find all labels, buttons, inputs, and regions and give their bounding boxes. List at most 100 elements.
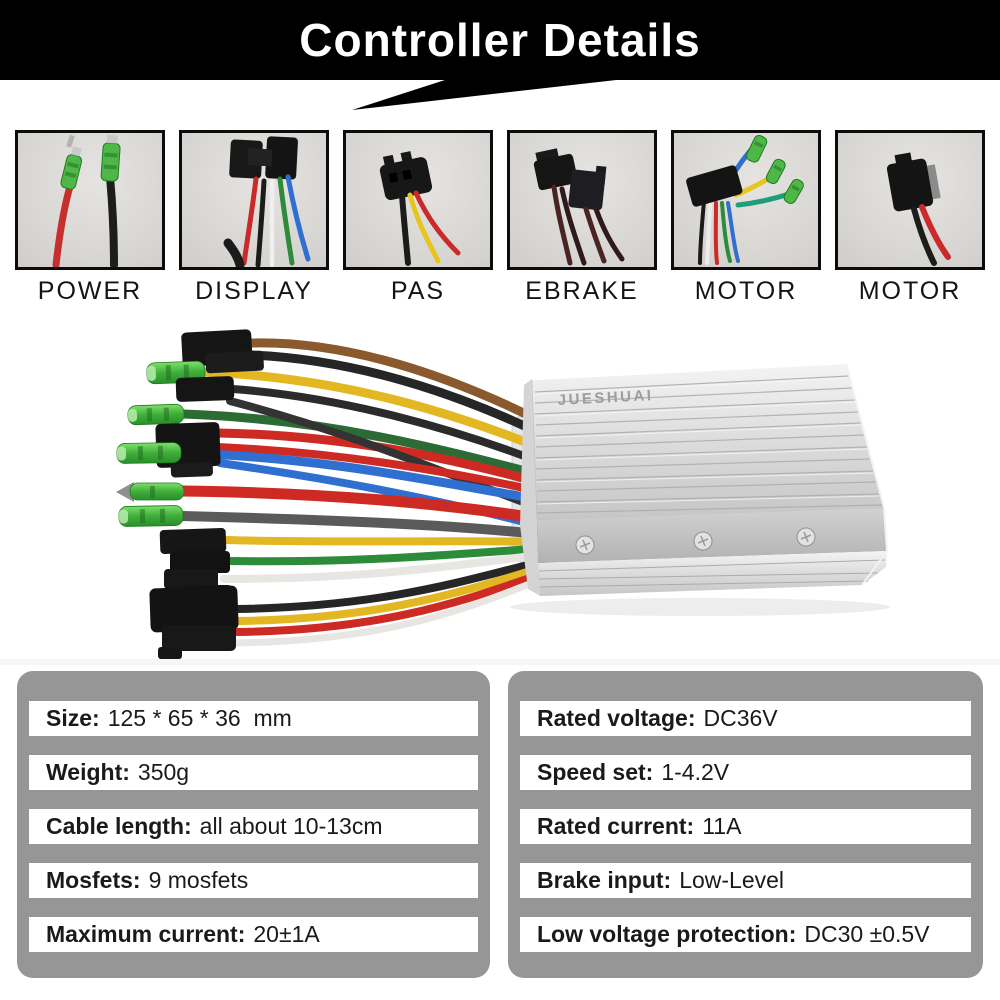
spec-row-cable-length: Cable length: all about 10-13cm (29, 809, 478, 844)
spec-value: DC30 ±0.5V (804, 921, 930, 947)
controller-case: JUESHUAI (520, 361, 889, 596)
black-plug (229, 136, 298, 180)
spec-label: Weight: (46, 759, 130, 785)
green-crimp-terminal (100, 134, 121, 182)
spec-row-maximum-current: Maximum current: 20±1A (29, 917, 478, 952)
connector-label-ebrake: EBRAKE (525, 277, 639, 305)
wire-blue (175, 448, 553, 506)
gallery-item-display: DISPLAY (179, 130, 329, 306)
photo-edge-band (0, 659, 1000, 665)
ebrake-wires-illustration (533, 148, 625, 266)
wire-harness (175, 338, 554, 647)
connector-label-display: DISPLAY (195, 277, 313, 305)
case-right-highlight (845, 362, 889, 586)
title-banner: Controller Details (0, 0, 1000, 80)
spec-row-rated-current: Rated current: 11A (520, 809, 971, 844)
case-fin-highlights (534, 377, 880, 505)
spec-label: Low voltage protection: (537, 921, 797, 947)
spec-row-mosfets: Mosfets: 9 mosfets (29, 863, 478, 898)
gallery-item-pas: PAS (343, 130, 493, 306)
wire-white (220, 550, 552, 583)
black-plug (686, 165, 743, 207)
motor2-wires-illustration (886, 152, 951, 266)
case-top-highlight (531, 361, 847, 381)
black-plug (175, 376, 235, 402)
black-plug-large (149, 585, 239, 659)
pas-connector-photo (343, 130, 493, 270)
ebrake-connector-photo (507, 130, 657, 270)
wire-green (224, 544, 552, 566)
spec-row-weight: Weight: 350g (29, 755, 478, 790)
wire-yellow (232, 562, 552, 625)
spec-panel-left: Size: 125 * 65 * 36 mm Weight: 350g Cabl… (17, 671, 490, 978)
case-screws (575, 527, 816, 555)
green-spade-terminal (127, 403, 185, 426)
connector-label-power: POWER (37, 277, 143, 305)
brand-engraving: JUESHUAI (557, 387, 654, 409)
connector-label-pas: PAS (390, 277, 446, 305)
spec-value: 11A (702, 813, 742, 839)
controller-product-photo: JUESHUAI (0, 329, 1000, 665)
spec-row-brake-input: Brake input: Low-Level (520, 863, 971, 898)
spec-label: Maximum current: (46, 921, 246, 947)
green-spade-terminal (783, 178, 804, 204)
spec-label: Brake input: (537, 867, 672, 893)
motor-wires-illustration (686, 134, 804, 265)
gallery-item-motor-phase: MOTOR (671, 130, 821, 306)
wire-red (232, 568, 552, 636)
case-front-band (537, 508, 887, 563)
black-plug (533, 148, 578, 191)
spec-value: 20±1A (253, 921, 320, 947)
wire-brown (247, 338, 553, 430)
green-spade-terminal (746, 134, 768, 163)
spec-value: Low-Level (679, 867, 785, 893)
display-connector-photo (179, 130, 329, 270)
power-wires-illustration (52, 134, 121, 267)
black-plug (181, 329, 264, 374)
spec-label: Cable length: (46, 813, 192, 839)
green-spade-terminal (116, 442, 182, 464)
green-spade-terminal (118, 505, 184, 527)
case-top-face (531, 362, 885, 521)
wire-gray (177, 511, 553, 540)
wire-black (231, 556, 552, 613)
black-plug (379, 151, 433, 201)
spec-value: DC36V (703, 705, 778, 731)
wire-yellow (199, 367, 553, 456)
gallery-item-motor-hall: MOTOR (835, 130, 985, 306)
spec-row-size: Size: 125 * 65 * 36 mm (29, 701, 478, 736)
bare-terminal-pin (66, 134, 75, 148)
wire-black (247, 350, 553, 442)
spec-value: 350g (137, 759, 190, 785)
case-fins (534, 375, 883, 514)
spec-row-speed-set: Speed set: 1-4.2V (520, 755, 971, 790)
motor-hall-connector-photo (835, 130, 985, 270)
spec-label: Rated voltage: (537, 705, 696, 731)
case-left-edge (520, 379, 540, 596)
black-plug (886, 152, 941, 212)
wire-green (178, 409, 553, 482)
motor-phase-connector-photo (671, 130, 821, 270)
pas-wires-illustration (379, 151, 461, 266)
black-plug (568, 165, 607, 211)
spec-row-rated-voltage: Rated voltage: DC36V (520, 701, 971, 736)
gallery-item-ebrake: EBRAKE (507, 130, 657, 306)
spec-label: Size: (46, 705, 100, 731)
wire-red-thick (175, 485, 554, 526)
wire-red (214, 443, 552, 497)
spec-value: 1-4.2V (661, 759, 730, 785)
green-spade-terminal (765, 158, 786, 185)
power-connector-photo (15, 130, 165, 270)
bullet-terminal (116, 482, 185, 502)
wire-white (229, 573, 552, 647)
display-wires-illustration (223, 136, 311, 267)
wire-yellow (221, 536, 552, 546)
spec-label: Mosfets: (46, 867, 141, 893)
connector-gallery: POWER DISPLAY (15, 130, 985, 306)
spec-row-low-voltage-protection: Low voltage protection: DC30 ±0.5V (520, 917, 971, 952)
spec-label: Speed set: (537, 759, 654, 785)
connector-label-motor-2: MOTOR (858, 277, 962, 305)
spec-value: 125 * 65 * 36 mm (107, 705, 292, 731)
green-crimp-terminal (60, 146, 83, 190)
spec-value: all about 10-13cm (199, 813, 383, 839)
